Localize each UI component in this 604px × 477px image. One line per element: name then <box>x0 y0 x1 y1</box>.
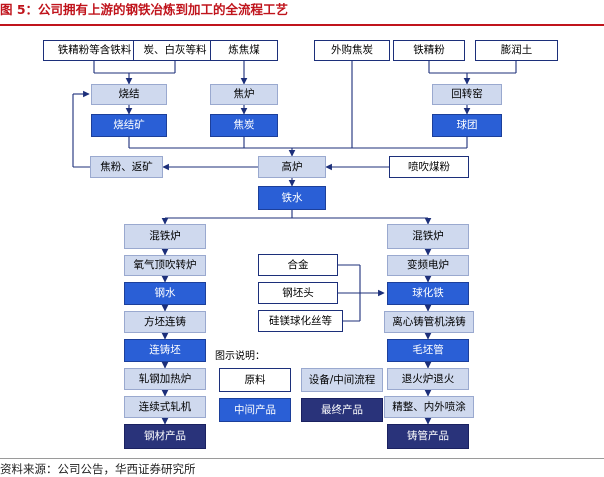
node-coke-oven: 焦炉 <box>210 84 278 105</box>
node-bentonite: 膨润土 <box>475 40 558 61</box>
legend-title: 图示说明： <box>215 351 265 362</box>
node-iron-ore-fine-2: 铁精粉 <box>393 40 465 61</box>
node-centrifugal-caster: 离心铸管机浇铸 <box>384 311 474 333</box>
node-sinter: 烧结矿 <box>91 114 167 137</box>
node-rough-pipe: 毛坯管 <box>387 339 469 362</box>
node-coking-coal: 炼焦煤 <box>210 40 278 61</box>
node-pci: 喷吹煤粉 <box>389 156 469 178</box>
node-continuous-mill: 连续式轧机 <box>124 396 206 418</box>
node-rotary-kiln: 回转窑 <box>432 84 502 105</box>
node-annealing: 退火炉退火 <box>387 368 469 390</box>
node-billet-head: 钢坯头 <box>258 282 338 304</box>
legend-equipment: 设备/中间流程 <box>301 368 383 392</box>
node-induction-furnace: 变频电炉 <box>387 255 469 276</box>
node-nodular-iron: 球化铁 <box>387 282 469 305</box>
figure-title: 图 5：公司拥有上游的钢铁冶炼到加工的全流程工艺 <box>0 2 289 17</box>
node-coke-breeze: 焦粉、返矿 <box>90 156 163 178</box>
legend-intermediate: 中间产品 <box>219 398 291 422</box>
node-steel-products: 钢材产品 <box>124 424 206 449</box>
node-alloy: 合金 <box>258 254 338 276</box>
node-mixer-left: 混铁炉 <box>124 224 206 249</box>
node-blast-furnace: 高炉 <box>258 156 326 178</box>
node-coke: 焦炭 <box>210 114 278 137</box>
node-reheat-furnace: 轧钢加热炉 <box>124 368 206 390</box>
legend-final: 最终产品 <box>301 398 383 422</box>
source-rule <box>0 458 604 459</box>
node-mixer-right: 混铁炉 <box>387 224 469 249</box>
node-coke-lime: 炭、白灰等料 <box>133 40 217 61</box>
node-hot-metal: 铁水 <box>258 186 326 210</box>
node-pipe-products: 铸管产品 <box>387 424 469 449</box>
node-purchased-coke: 外购焦炭 <box>314 40 390 61</box>
node-billet-caster: 方坯连铸 <box>124 311 206 333</box>
node-sintering: 烧结 <box>91 84 167 105</box>
node-bof: 氧气顶吹转炉 <box>124 255 206 276</box>
node-billet: 连铸坯 <box>124 339 206 362</box>
legend-raw: 原料 <box>219 368 291 392</box>
node-finishing-coating: 精整、内外喷涂 <box>384 396 474 418</box>
title-rule <box>0 24 604 26</box>
source-note: 资料来源：公司公告，华西证券研究所 <box>0 462 196 476</box>
node-molten-steel: 钢水 <box>124 282 206 305</box>
node-iron-ore-fine: 铁精粉等含铁料 <box>43 40 146 61</box>
node-nodulizer-wire: 硅镁球化丝等 <box>258 310 343 332</box>
node-pellet: 球团 <box>432 114 502 137</box>
